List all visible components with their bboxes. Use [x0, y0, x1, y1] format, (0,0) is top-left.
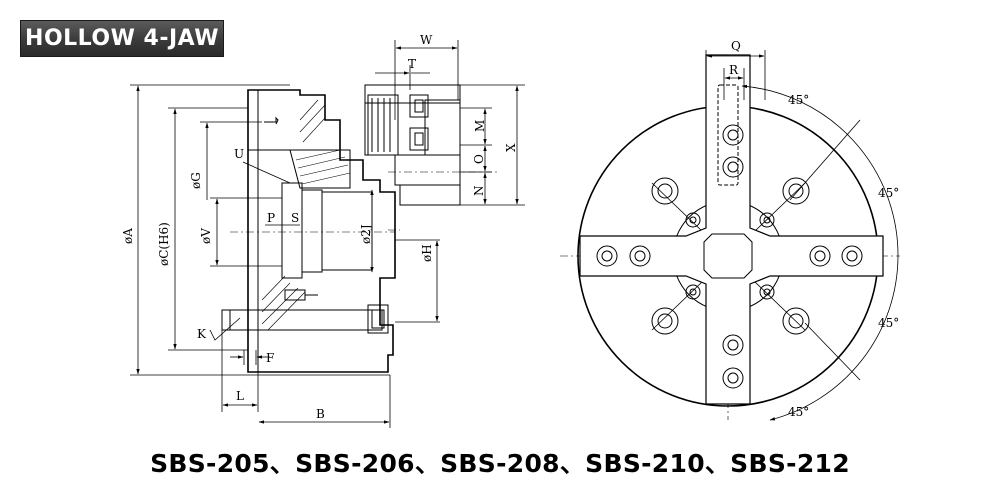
- jaw-bolts: [596, 124, 863, 389]
- model-list: SBS-205、SBS-206、SBS-208、SBS-210、SBS-212: [150, 449, 850, 478]
- angle-label-1: 45°: [788, 93, 809, 107]
- label-M: M: [473, 120, 487, 132]
- label-O: O: [472, 154, 486, 164]
- label-L: L: [236, 389, 244, 403]
- side-view: [221, 84, 500, 373]
- label-R: R: [729, 63, 739, 77]
- label-B: B: [316, 407, 325, 421]
- hub-screws: [685, 212, 775, 300]
- side-labels: W T M O N X U øG P S øV ø2J øH øA øC(H6)…: [121, 33, 518, 421]
- label-G: øG: [189, 172, 203, 189]
- hatching-body: [261, 99, 326, 331]
- label-F: F: [266, 351, 274, 365]
- label-X: X: [504, 143, 518, 152]
- angle-label-3: 45°: [878, 316, 899, 330]
- label-P: P: [267, 211, 275, 225]
- label-K: K: [197, 327, 207, 341]
- label-U: U: [234, 147, 244, 161]
- label-S: S: [291, 211, 299, 225]
- label-J: ø2J: [359, 224, 373, 244]
- mount-holes: [651, 177, 810, 335]
- side-dimensions: [130, 40, 525, 428]
- label-Q: Q: [731, 39, 741, 53]
- label-W: W: [420, 33, 433, 47]
- label-N: N: [472, 186, 486, 197]
- label-A: øA: [121, 228, 135, 244]
- title-banner: HOLLOW 4-JAW: [20, 20, 224, 57]
- label-T: T: [408, 57, 416, 71]
- label-C: øC(H6): [157, 222, 171, 266]
- label-H: øH: [420, 244, 434, 262]
- front-view: [560, 50, 900, 421]
- label-V: øV: [199, 228, 213, 244]
- front-labels: Q R 45° 45° 45° 45°: [729, 39, 899, 419]
- angle-label-4: 45°: [788, 405, 809, 419]
- angle-label-2: 45°: [878, 186, 899, 200]
